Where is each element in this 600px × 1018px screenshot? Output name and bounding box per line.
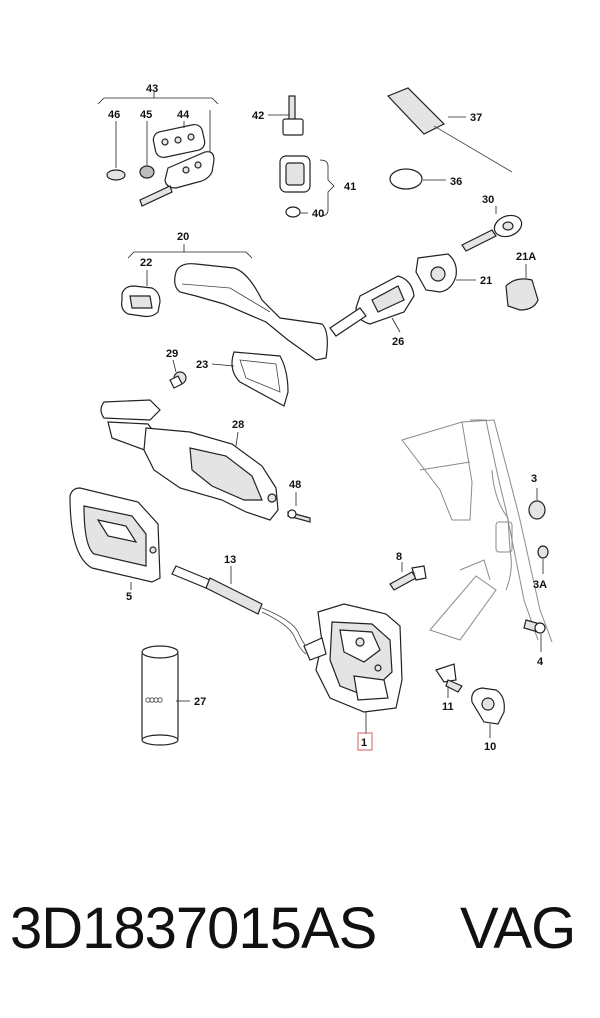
- callout-4: 4: [537, 656, 544, 668]
- release-cable: [171, 565, 311, 655]
- handle-frame: [69, 487, 161, 590]
- key-blade: [288, 95, 296, 121]
- callout-43: 43: [146, 83, 158, 95]
- callout-23: 23: [196, 359, 208, 371]
- callout-3a: 3A: [533, 579, 547, 591]
- o-ring: [285, 206, 301, 218]
- handle-carrier: [100, 399, 279, 521]
- callout-29: 29: [166, 348, 178, 360]
- lubricant-can: [141, 645, 190, 746]
- callout-30: 30: [482, 194, 494, 206]
- callout-21: 21: [480, 275, 492, 287]
- callout-22: 22: [140, 257, 152, 269]
- callout-1-highlight-box: [357, 732, 373, 751]
- callout-40: 40: [312, 208, 324, 220]
- callout-26: 26: [392, 336, 404, 348]
- door-frame: [401, 419, 553, 643]
- screw-11: [435, 663, 463, 698]
- plug-3: [528, 500, 546, 520]
- key-set-group: [97, 92, 219, 207]
- brand-label: VAG: [460, 896, 576, 961]
- callout-13: 13: [224, 554, 236, 566]
- callout-10: 10: [484, 741, 496, 753]
- handle-group: [121, 244, 328, 361]
- footer: 3D1837015AS VAG: [0, 895, 600, 985]
- antenna-tag: [386, 87, 513, 173]
- callout-labels: 43 46 45 44 42 37 36 41 40 30 20 22 21A …: [108, 83, 547, 753]
- cap: [505, 278, 539, 311]
- part-number: 3D1837015AS: [10, 896, 377, 961]
- bolt-8: [389, 562, 427, 591]
- callout-1: 1: [361, 737, 367, 749]
- handle-seal: [231, 351, 289, 407]
- plug-3a: [537, 545, 549, 559]
- lock-cylinder: [329, 275, 415, 337]
- bolt-4: [523, 619, 546, 652]
- callout-36: 36: [450, 176, 462, 188]
- striker-plate: [471, 687, 505, 738]
- callout-37: 37: [470, 112, 482, 124]
- callout-5: 5: [126, 591, 132, 603]
- door-handle: [174, 263, 328, 361]
- door-lock-mechanism: [303, 603, 403, 734]
- callout-20: 20: [177, 231, 189, 243]
- callout-45: 45: [140, 109, 152, 121]
- callout-8: 8: [396, 551, 402, 563]
- callout-27: 27: [194, 696, 206, 708]
- callout-28: 28: [232, 419, 244, 431]
- callout-41: 41: [344, 181, 356, 193]
- callout-46: 46: [108, 109, 120, 121]
- callout-44: 44: [177, 109, 190, 121]
- seal-ring: [389, 168, 423, 190]
- callout-42: 42: [252, 110, 264, 122]
- battery-cell: [106, 169, 126, 181]
- callout-3: 3: [531, 473, 537, 485]
- callout-48: 48: [289, 479, 301, 491]
- screw: [169, 359, 187, 389]
- callout-11: 11: [442, 701, 454, 713]
- callout-21a: 21A: [516, 251, 536, 263]
- battery-cell-2: [139, 165, 155, 179]
- lock-cylinder-parts: [268, 95, 335, 218]
- screw-48: [287, 492, 311, 523]
- mechanical-key: [461, 206, 523, 252]
